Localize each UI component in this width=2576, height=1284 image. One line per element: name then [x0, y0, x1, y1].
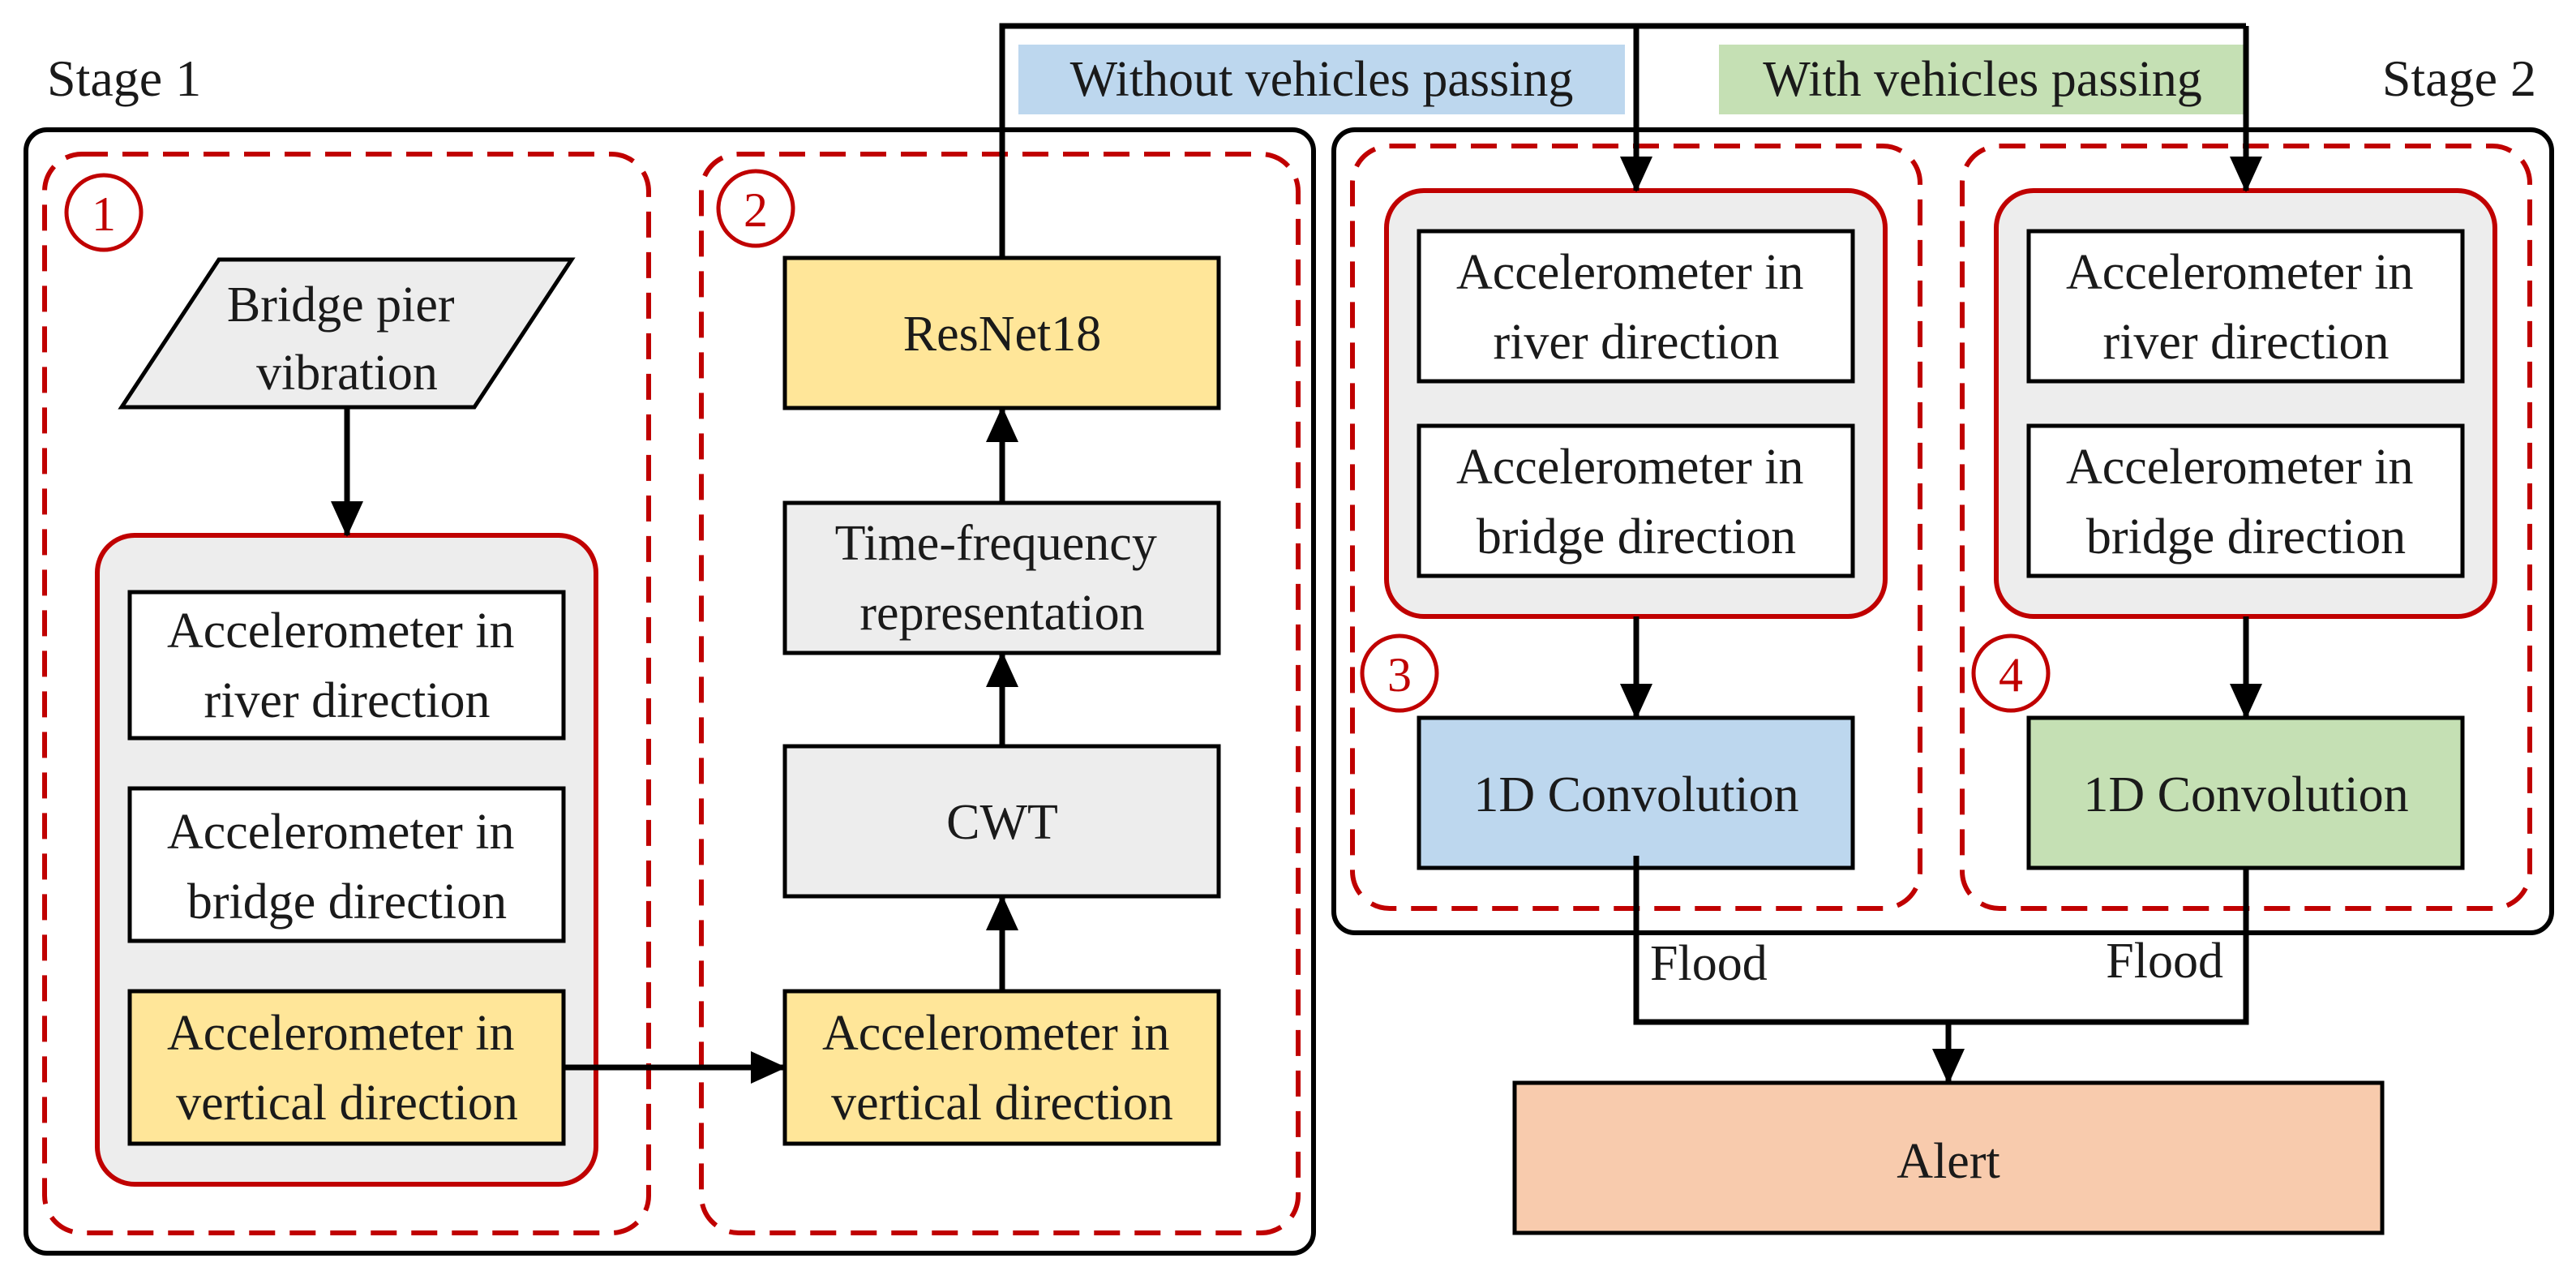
- svg-text:2: 2: [744, 183, 768, 237]
- legend-with-bg: [1719, 45, 2246, 114]
- svg-text:4: 4: [1999, 648, 2023, 702]
- module-4-number: 4: [1971, 633, 2051, 713]
- time-frequency-box: [782, 500, 1221, 655]
- alert-label: Alert: [1897, 1134, 2000, 1189]
- module-4-flood-label: Flood: [2106, 934, 2223, 989]
- stage-1-label: Stage 1: [47, 49, 201, 107]
- legend-without-label: Without vehicles passing: [1070, 52, 1574, 107]
- bridge-pier-vibration-label: Bridge pier vibration: [227, 277, 467, 401]
- legend-with-label: With vehicles passing: [1763, 52, 2202, 107]
- module-1-box: [42, 152, 651, 1235]
- m3-conv-label: 1D Convolution: [1473, 767, 1798, 822]
- m3-sensor-bridge-label: Accelerometer in bridge direction: [1456, 440, 1816, 565]
- legend-without-bg: [1018, 45, 1625, 114]
- resnet18-box: [782, 256, 1221, 410]
- resnet18-label: ResNet18: [903, 307, 1102, 362]
- svg-text:1: 1: [92, 187, 116, 241]
- resnet-branch-line: [999, 23, 2246, 258]
- module-3-number: 3: [1360, 633, 1439, 713]
- m1-sensor-vertical-label: Accelerometer in vertical direction: [167, 1006, 527, 1131]
- m1-sensor-river: [127, 590, 566, 741]
- m4-sensor-bridge: [2026, 423, 2465, 578]
- m1-sensor-river-label: Accelerometer in river direction: [167, 603, 527, 728]
- m4-conv-to-alert-line: [1948, 868, 2249, 1025]
- m3-sensor-river: [1417, 229, 1855, 384]
- m2-vertical-input-label: Accelerometer in vertical direction: [822, 1006, 1182, 1131]
- stage-1-box: [24, 127, 1316, 1256]
- m3-conv-box: [1417, 715, 1855, 870]
- svg-text:3: 3: [1387, 648, 1412, 702]
- module-3-flood-label: Flood: [1650, 936, 1768, 991]
- m3-conv-to-alert-line: [1633, 856, 1948, 1025]
- m3-sensor-river-label: Accelerometer in river direction: [1456, 245, 1816, 370]
- cwt-label: CWT: [946, 795, 1058, 850]
- m4-sensor-river: [2026, 229, 2465, 384]
- stage-2-label: Stage 2: [2382, 49, 2536, 107]
- module-2-number: 2: [716, 169, 795, 248]
- alert-box: [1512, 1080, 2385, 1235]
- module-1-number: 1: [64, 173, 144, 252]
- time-frequency-label: Time-frequency representation: [835, 516, 1170, 641]
- m1-sensor-bridge: [127, 786, 566, 943]
- m1-sensor-vertical: [127, 989, 566, 1146]
- cwt-box: [782, 744, 1221, 899]
- m4-conv-label: 1D Convolution: [2083, 767, 2408, 822]
- bridge-pier-vibration-input: [118, 257, 576, 410]
- stage-2-box: [1331, 127, 2554, 935]
- m1-sensor-bridge-label: Accelerometer in bridge direction: [167, 805, 527, 930]
- m4-sensor-river-label: Accelerometer in river direction: [2066, 245, 2426, 370]
- m2-vertical-input: [782, 989, 1221, 1146]
- m3-sensor-bridge: [1417, 423, 1855, 578]
- m4-sensor-bridge-label: Accelerometer in bridge direction: [2066, 440, 2426, 565]
